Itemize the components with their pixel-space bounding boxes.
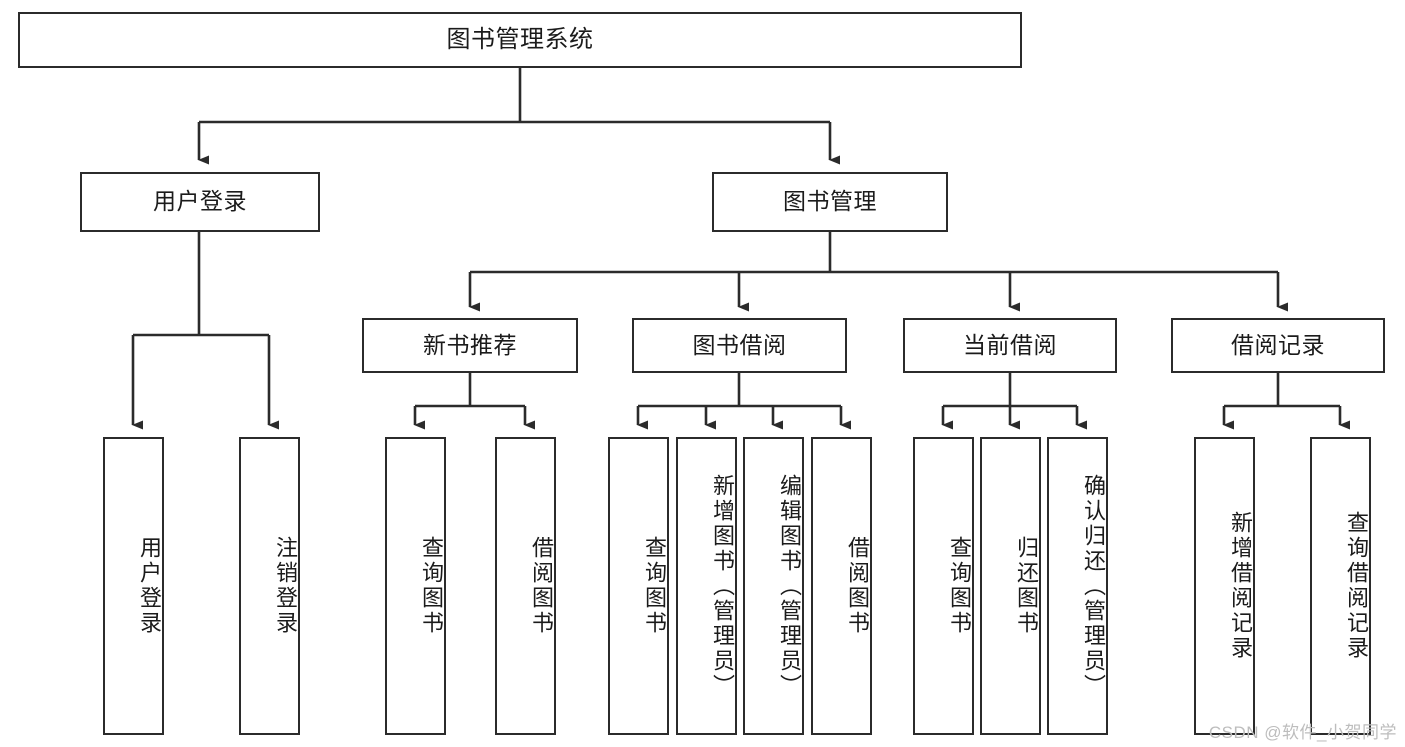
- watermark: CSDN @软件_小贺同学: [1208, 723, 1397, 742]
- node-label: 图书管理系统: [446, 25, 594, 53]
- node-label: 新书推荐: [423, 331, 517, 358]
- node-leaf-add-borrow-record[interactable]: 新增借阅记录: [1194, 437, 1255, 735]
- node-root-book-management-system[interactable]: 图书管理系统: [18, 12, 1022, 68]
- node-label: 借阅图书: [845, 536, 870, 636]
- node-label: 注销登录: [273, 536, 298, 636]
- node-current-borrow[interactable]: 当前借阅: [903, 318, 1117, 373]
- node-leaf-query-book-borrow[interactable]: 查询图书: [608, 437, 669, 735]
- node-label: 用户登录: [153, 188, 247, 215]
- node-label: 查询图书: [947, 536, 972, 636]
- node-leaf-query-borrow-record[interactable]: 查询借阅记录: [1310, 437, 1371, 735]
- node-label: 当前借阅: [963, 331, 1057, 358]
- node-label: 归还图书: [1014, 536, 1039, 636]
- node-leaf-query-book-current[interactable]: 查询图书: [913, 437, 974, 735]
- node-label: 图书管理: [783, 188, 877, 215]
- node-label: 查询借阅记录: [1344, 511, 1369, 661]
- node-leaf-add-book-admin[interactable]: 新增图书（管理员）: [676, 437, 737, 735]
- node-user-login[interactable]: 用户登录: [80, 172, 320, 232]
- node-book-borrow[interactable]: 图书借阅: [632, 318, 847, 373]
- node-book-management[interactable]: 图书管理: [712, 172, 948, 232]
- node-leaf-borrow-book-rec[interactable]: 借阅图书: [495, 437, 556, 735]
- node-leaf-return-book[interactable]: 归还图书: [980, 437, 1041, 735]
- node-label: 借阅记录: [1231, 331, 1325, 358]
- node-leaf-borrow-book[interactable]: 借阅图书: [811, 437, 872, 735]
- node-leaf-query-book-rec[interactable]: 查询图书: [385, 437, 446, 735]
- node-label: 确认归还（管理员）: [1081, 473, 1106, 699]
- node-label: 图书借阅: [692, 331, 787, 358]
- node-new-book-recommendation[interactable]: 新书推荐: [362, 318, 578, 373]
- node-leaf-logout[interactable]: 注销登录: [239, 437, 300, 735]
- node-label: 编辑图书（管理员）: [777, 473, 802, 699]
- node-label: 新增图书（管理员）: [710, 473, 735, 699]
- node-label: 用户登录: [137, 536, 162, 636]
- node-leaf-user-login[interactable]: 用户登录: [103, 437, 164, 735]
- node-label: 借阅图书: [529, 536, 554, 636]
- node-leaf-edit-book-admin[interactable]: 编辑图书（管理员）: [743, 437, 804, 735]
- node-borrow-record[interactable]: 借阅记录: [1171, 318, 1385, 373]
- node-leaf-confirm-return-admin[interactable]: 确认归还（管理员）: [1047, 437, 1108, 735]
- node-label: 查询图书: [419, 536, 444, 636]
- node-label: 新增借阅记录: [1228, 511, 1253, 661]
- node-label: 查询图书: [642, 536, 667, 636]
